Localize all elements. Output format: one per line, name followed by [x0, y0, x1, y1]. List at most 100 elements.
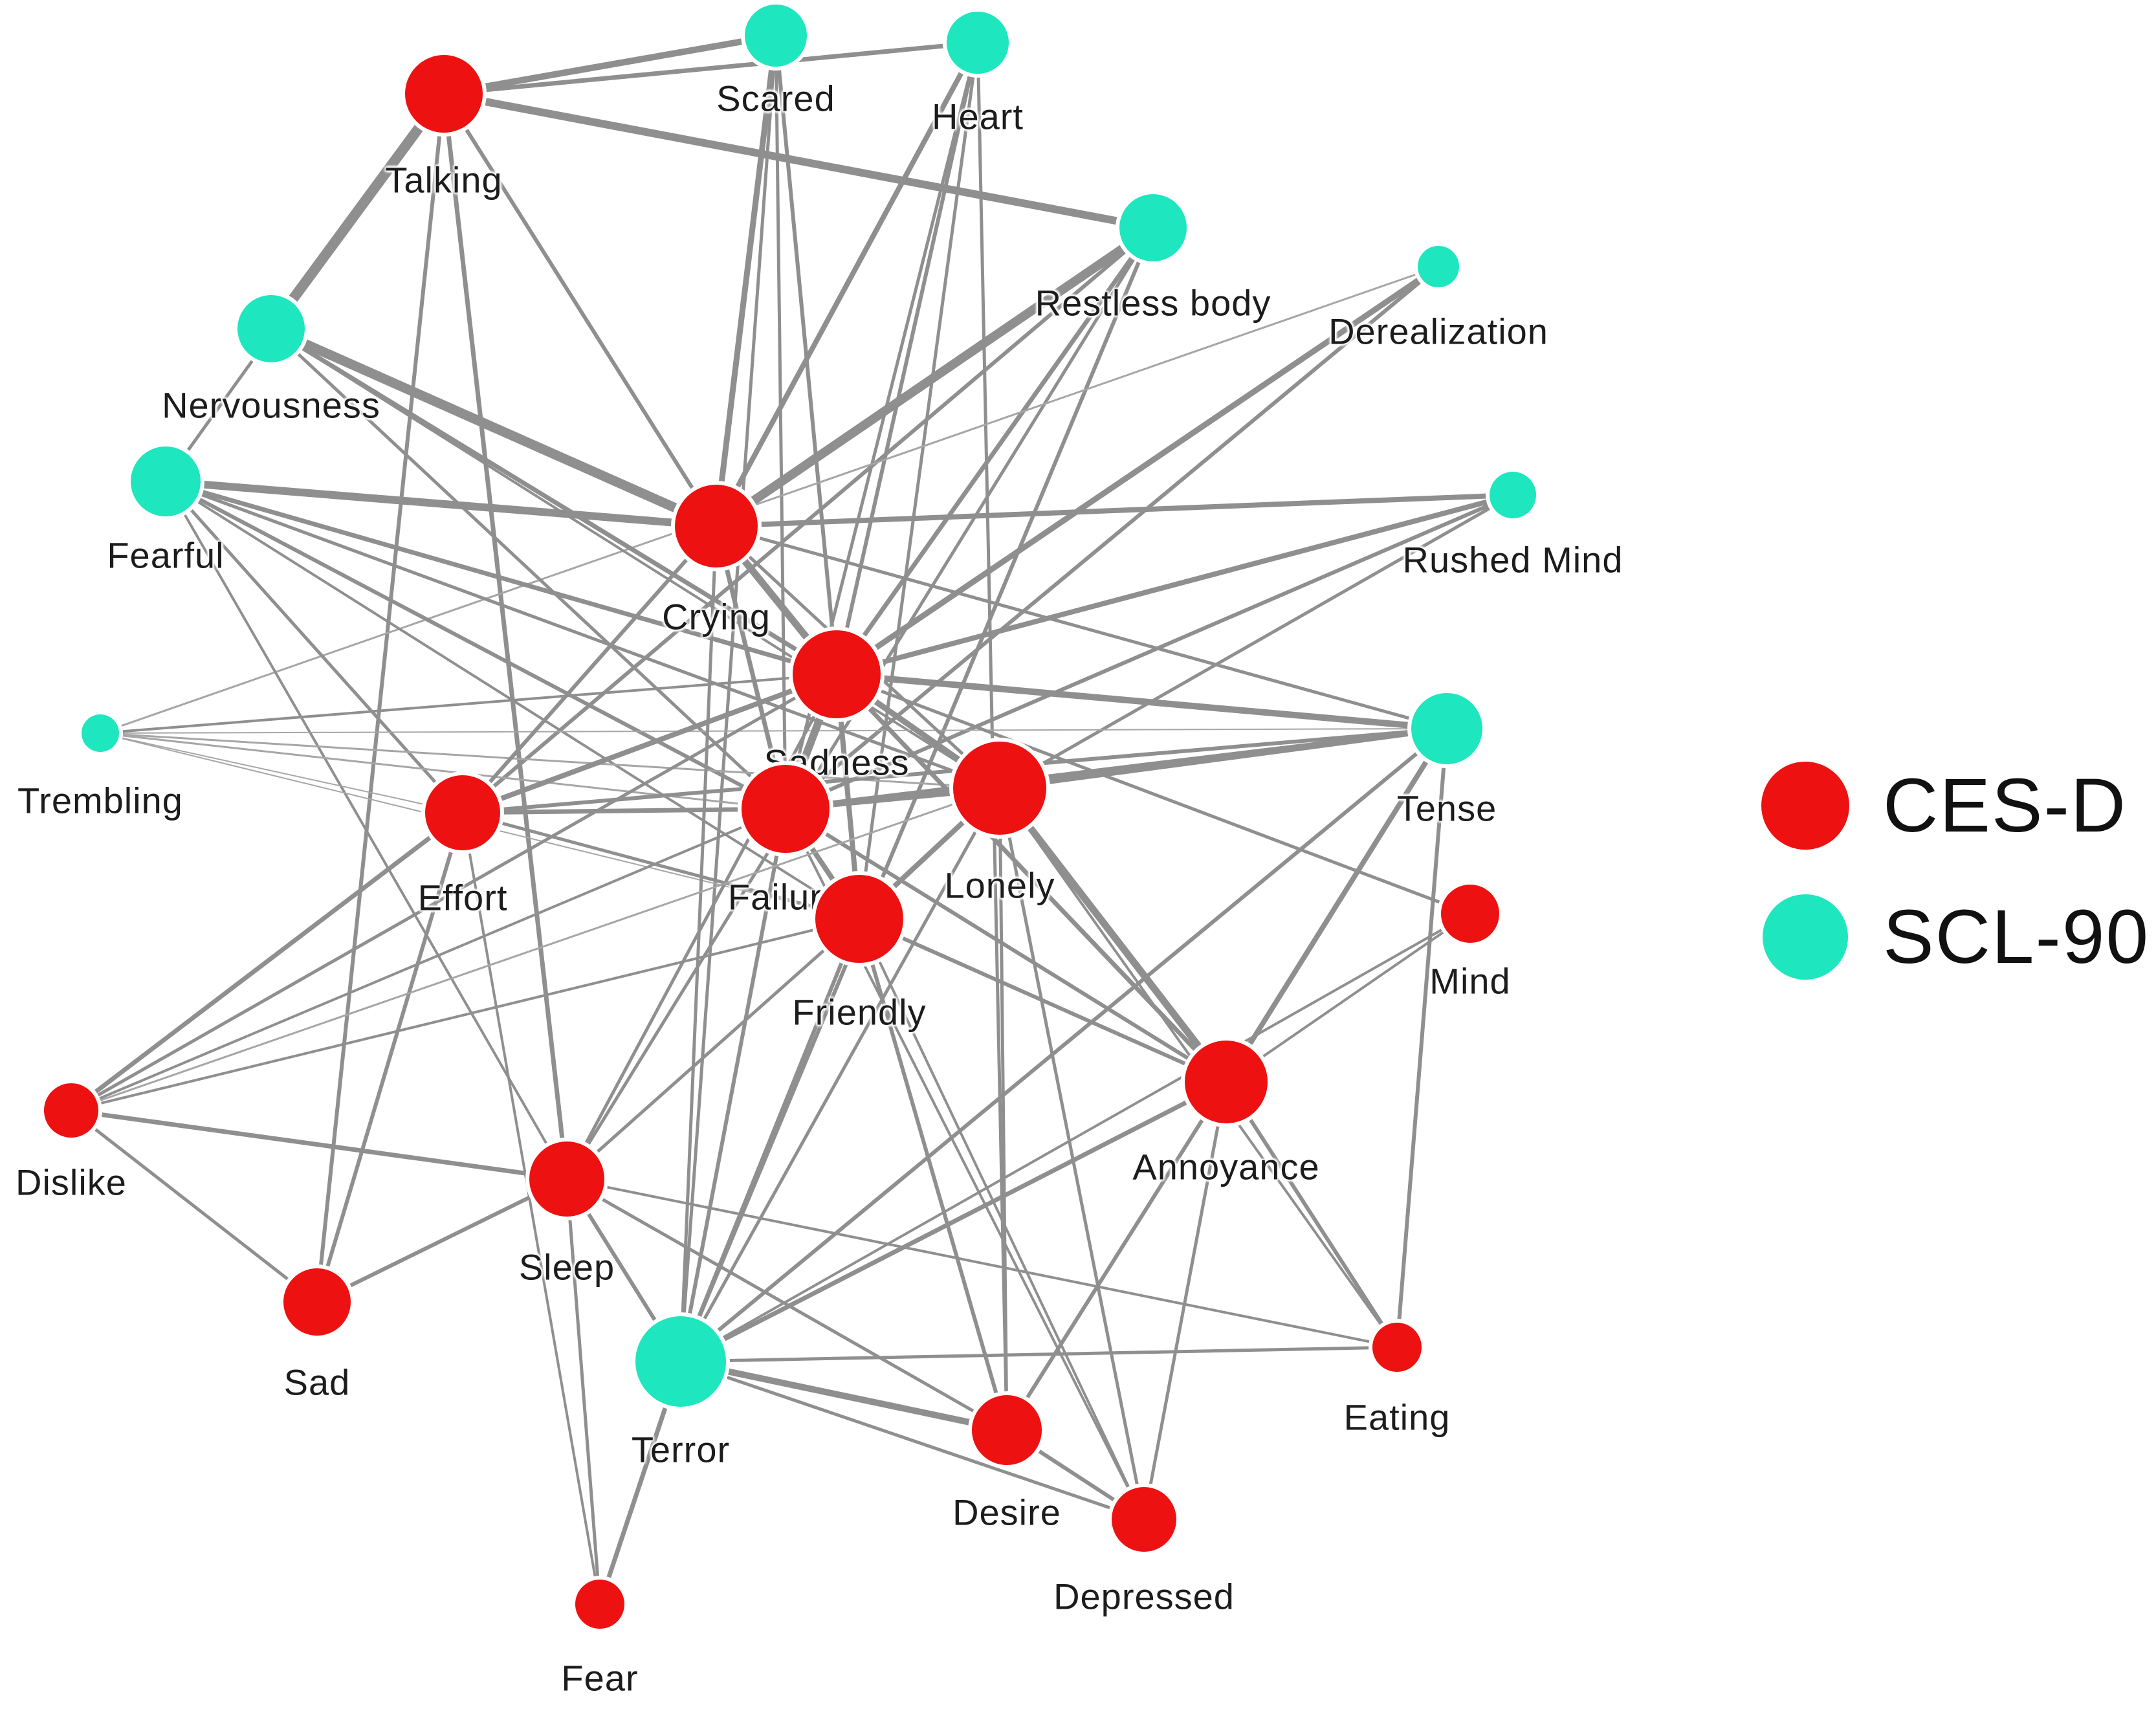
node-label-trembling: Trembling [17, 780, 183, 821]
edge-annoyance-eating [1224, 1081, 1399, 1349]
edge-scared-failure [774, 35, 787, 810]
edge-failure-annoyance [784, 807, 1227, 1084]
node-label-effort: Effort [417, 877, 508, 918]
edge-tense-terror [679, 727, 1448, 1363]
edge-failure-terror [679, 808, 787, 1362]
edge-crying-tense [716, 524, 1447, 731]
edge-rushed-mind-lonely [998, 493, 1514, 790]
node-heart [947, 12, 1009, 74]
edge-sadness-mind [836, 672, 1471, 916]
edge-derealization-sadness [835, 264, 1440, 677]
edge-crying-effort [461, 525, 718, 814]
node-fearful [131, 447, 201, 516]
node-terror [635, 1316, 726, 1407]
edge-terror-depressed [680, 1360, 1145, 1521]
edge-rushed-mind-sadness [835, 492, 1514, 677]
edge-talking-fearful [164, 93, 446, 483]
node-fear [575, 1580, 624, 1629]
edge-fearful-crying [165, 478, 717, 530]
node-label-fearful: Fearful [107, 535, 225, 576]
edge-sadness-tense [836, 671, 1447, 732]
edge-scared-crying [713, 35, 779, 527]
edge-terror-eating [680, 1345, 1398, 1363]
node-label-sleep: Sleep [518, 1246, 615, 1288]
node-trembling [82, 714, 119, 752]
node-label-crying: Crying [662, 596, 771, 637]
edge-sadness-effort [461, 672, 838, 815]
edge-mind-terror [680, 912, 1471, 1363]
edge-sleep-eating [566, 1178, 1398, 1349]
edge-lonely-depressed [998, 788, 1146, 1520]
node-restless-body [1119, 194, 1187, 261]
edge-crying-terror [679, 525, 718, 1362]
node-label-dislike: Dislike [16, 1162, 127, 1203]
edge-talking-scared [443, 32, 776, 97]
node-label-depressed: Depressed [1053, 1576, 1235, 1617]
node-lonely [953, 742, 1046, 835]
edge-effort-friendly [462, 811, 860, 921]
node-friendly [815, 875, 903, 963]
edge-friendly-sleep [566, 918, 861, 1180]
edge-nervousness-crying [269, 324, 719, 531]
edge-effort-fear [461, 812, 601, 1605]
node-mind [1441, 885, 1499, 943]
node-rushed-mind [1490, 472, 1536, 518]
edge-dislike-friendly [71, 918, 860, 1112]
node-label-mind: Mind [1429, 960, 1511, 1002]
edge-talking-sad [315, 93, 446, 1303]
edge-fearful-sadness [165, 479, 837, 677]
edge-dislike-sleep [71, 1108, 567, 1182]
edge-failure-dislike [71, 808, 786, 1112]
edge-nervousness-lonely [270, 327, 1001, 789]
edge-effort-tense [462, 727, 1447, 815]
edge-annoyance-desire [1005, 1081, 1228, 1431]
node-label-rushed-mind: Rushed Mind [1402, 539, 1623, 580]
edge-friendly-terror [679, 918, 861, 1363]
edge-friendly-depressed [858, 918, 1145, 1520]
legend-dot-scl-90 [1763, 894, 1848, 980]
edge-rushed-mind-failure [784, 493, 1514, 811]
node-failure [742, 765, 830, 853]
legend-label-ces-d: CES-D [1883, 763, 2128, 848]
edge-effort-dislike [69, 811, 465, 1112]
edge-scared-terror [679, 35, 778, 1362]
node-nervousness [237, 295, 305, 362]
node-tense [1411, 693, 1482, 764]
node-derealization [1418, 246, 1459, 287]
node-scared [745, 5, 807, 67]
node-crying [675, 485, 758, 568]
node-label-lonely: Lonely [944, 865, 1055, 906]
edge-effort-sad [315, 812, 465, 1303]
edge-sadness-dislike [70, 672, 838, 1112]
edge-terror-desire [679, 1358, 1008, 1433]
node-depressed [1112, 1487, 1176, 1552]
edge-trembling-sadness [100, 673, 837, 734]
node-label-fear: Fear [561, 1657, 639, 1699]
edge-lonely-tense [999, 726, 1447, 791]
edge-annoyance-depressed [1142, 1081, 1228, 1520]
edge-talking-heart [443, 40, 978, 96]
node-label-friendly: Friendly [792, 991, 927, 1033]
edge-fearful-lonely [165, 480, 1000, 790]
node-eating [1372, 1323, 1422, 1372]
edge-nervousness-sadness [270, 327, 838, 676]
node-sad [283, 1268, 351, 1336]
node-effort [425, 775, 500, 850]
node-label-sad: Sad [283, 1362, 351, 1403]
edge-heart-friendly [857, 42, 980, 920]
edge-derealization-failure [784, 265, 1440, 811]
edge-failure-effort [462, 806, 786, 815]
node-dislike [44, 1083, 98, 1138]
edge-heart-crying [714, 41, 980, 527]
node-sleep [529, 1141, 604, 1217]
edge-trembling-tense [100, 728, 1447, 734]
edge-fearful-failure [164, 480, 787, 811]
edge-lonely-terror [679, 787, 1002, 1363]
node-label-terror: Terror [631, 1429, 731, 1470]
edge-fearful-sleep [164, 481, 568, 1180]
node-label-nervousness: Nervousness [162, 384, 380, 426]
edge-rushed-mind-crying [716, 492, 1513, 529]
legend-dot-ces-d [1761, 762, 1849, 850]
